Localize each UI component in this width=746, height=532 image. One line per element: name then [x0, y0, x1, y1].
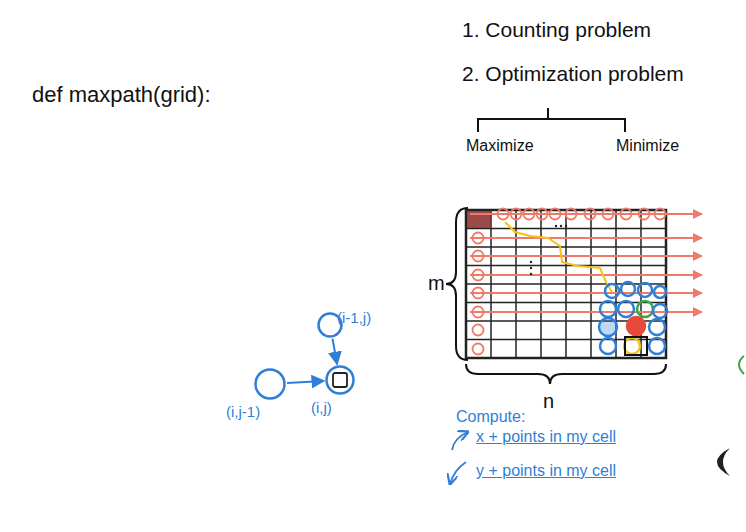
base-cells [473, 209, 666, 355]
dependency-arrow [287, 381, 324, 383]
edge-shape [717, 448, 730, 476]
brace-n [466, 364, 666, 384]
node-label: (i,j-1) [226, 404, 260, 421]
dimension-label: m [428, 272, 445, 295]
neighbour-cells [599, 282, 667, 355]
row-arrows [470, 214, 702, 312]
branch-label: Minimize [616, 137, 679, 155]
node-label: (i-1,j) [337, 310, 371, 327]
state-node: (i,j) [325, 365, 355, 395]
dependency-arrow [333, 339, 338, 364]
brace-m [446, 208, 468, 360]
ellipsis [530, 225, 567, 275]
grid [466, 210, 666, 358]
code-line: def maxpath(grid): [32, 82, 211, 107]
note-line: x + points in my cell [476, 428, 616, 446]
branch-label: Maximize [466, 137, 534, 155]
node-outline [254, 368, 286, 400]
note-line: y + points in my cell [476, 462, 616, 480]
edge-shape [739, 356, 744, 374]
dimension-label: n [543, 390, 554, 413]
bracket [478, 108, 625, 132]
list-item: 1. Counting problem [462, 18, 651, 42]
path-trace [505, 222, 612, 292]
node-label: (i,j) [311, 400, 332, 417]
compute-arrow [450, 462, 466, 484]
state-node: (i-1,j) [317, 312, 343, 338]
list-item: 2. Optimization problem [462, 62, 684, 86]
node-outline [325, 365, 355, 395]
state-node: (i,j-1) [254, 368, 286, 400]
note-heading: Compute: [456, 408, 525, 426]
compute-arrow [452, 432, 468, 450]
